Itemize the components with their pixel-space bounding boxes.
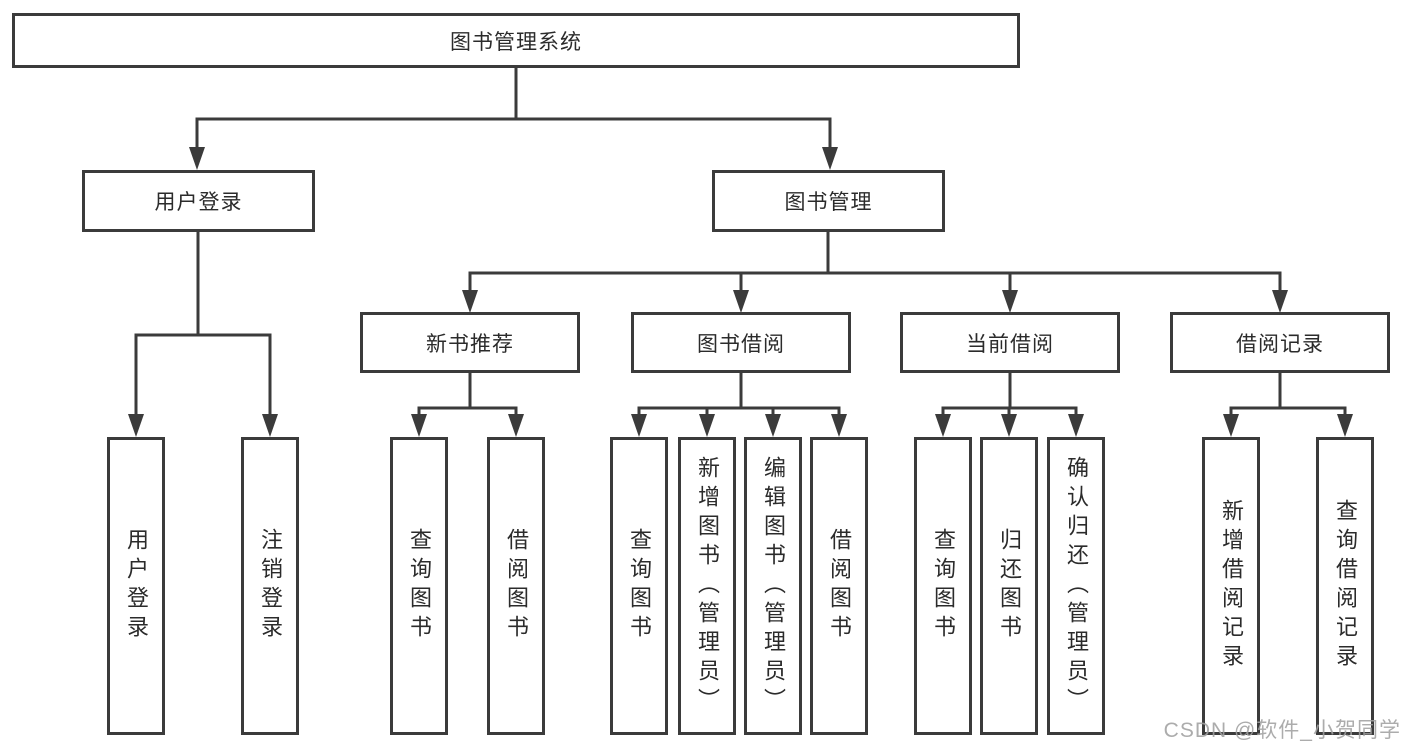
arrowhead-leaf-borrow-book-2 xyxy=(831,414,847,437)
node-leaf-query-book-1: 查询图书 xyxy=(390,437,448,735)
arrowhead-book-borrowing xyxy=(733,290,749,313)
arrowhead-leaf-return-book xyxy=(1001,414,1017,437)
node-root-library-management-system: 图书管理系统 xyxy=(12,13,1020,68)
node-user-login: 用户登录 xyxy=(82,170,315,232)
node-leaf-add-book-admin-label: 新增图书（管理员） xyxy=(695,455,720,717)
node-leaf-query-book-1-label: 查询图书 xyxy=(407,528,432,644)
node-leaf-add-borrow-record: 新增借阅记录 xyxy=(1202,437,1260,735)
arrowhead-user-login xyxy=(189,147,205,170)
node-new-book-recommendation-label: 新书推荐 xyxy=(426,332,514,356)
arrowhead-leaf-confirm-return xyxy=(1068,414,1084,437)
arrowhead-borrowing-records xyxy=(1272,290,1288,313)
node-leaf-borrow-book-2: 借阅图书 xyxy=(810,437,868,735)
node-leaf-user-login-label: 用户登录 xyxy=(124,528,149,644)
node-new-book-recommendation: 新书推荐 xyxy=(360,312,580,373)
node-user-login-label: 用户登录 xyxy=(154,191,243,214)
node-leaf-borrow-book-2-label: 借阅图书 xyxy=(827,528,852,644)
arrowhead-leaf-query-book-3 xyxy=(935,414,951,437)
arrowhead-leaf-borrow-book-1 xyxy=(508,414,524,437)
connector-level2-rail xyxy=(195,117,832,151)
arrowhead-leaf-add-record xyxy=(1223,414,1239,437)
node-leaf-query-book-3-label: 查询图书 xyxy=(931,528,956,644)
arrowhead-book-management xyxy=(822,147,838,170)
node-leaf-confirm-return-admin: 确认归还（管理员） xyxy=(1047,437,1105,735)
connector-book-borrow-rail xyxy=(637,406,841,418)
node-leaf-return-book-label: 归还图书 xyxy=(997,528,1022,644)
node-borrowing-records-label: 借阅记录 xyxy=(1236,332,1324,356)
connector-level3-rail xyxy=(468,271,1282,294)
arrowhead-leaf-user-login xyxy=(128,414,144,437)
node-leaf-query-borrow-record: 查询借阅记录 xyxy=(1316,437,1374,735)
node-leaf-return-book: 归还图书 xyxy=(980,437,1038,735)
node-leaf-add-borrow-record-label: 新增借阅记录 xyxy=(1219,499,1244,673)
connector-new-book-rail xyxy=(417,406,518,418)
arrowhead-leaf-query-book-1 xyxy=(411,414,427,437)
arrowhead-leaf-edit-book xyxy=(765,414,781,437)
node-leaf-user-login: 用户登录 xyxy=(107,437,165,735)
arrowhead-leaf-add-book xyxy=(699,414,715,437)
arrowhead-new-book-recommendation xyxy=(462,290,478,313)
node-leaf-query-book-2: 查询图书 xyxy=(610,437,668,735)
arrowhead-current-borrowing xyxy=(1002,290,1018,313)
node-leaf-borrow-book-1-label: 借阅图书 xyxy=(504,528,529,644)
node-current-borrowing-label: 当前借阅 xyxy=(966,332,1054,356)
arrowhead-leaf-query-record xyxy=(1337,414,1353,437)
node-leaf-add-book-admin: 新增图书（管理员） xyxy=(678,437,736,735)
watermark-text: CSDN @软件_小贺同学 xyxy=(1163,719,1401,742)
connector-records-rail xyxy=(1229,406,1347,418)
node-leaf-borrow-book-1: 借阅图书 xyxy=(487,437,545,735)
arrowhead-leaf-query-book-2 xyxy=(631,414,647,437)
node-book-management: 图书管理 xyxy=(712,170,945,232)
node-leaf-query-borrow-record-label: 查询借阅记录 xyxy=(1333,499,1358,673)
node-book-borrowing: 图书借阅 xyxy=(631,312,851,373)
node-leaf-logout: 注销登录 xyxy=(241,437,299,735)
connector-user-login-rail xyxy=(134,333,272,418)
arrowhead-leaf-logout xyxy=(262,414,278,437)
node-root-label: 图书管理系统 xyxy=(450,30,582,54)
node-book-management-label: 图书管理 xyxy=(784,191,873,214)
node-leaf-query-book-3: 查询图书 xyxy=(914,437,972,735)
node-leaf-logout-label: 注销登录 xyxy=(258,528,283,644)
node-leaf-edit-book-admin-label: 编辑图书（管理员） xyxy=(761,455,786,717)
node-borrowing-records: 借阅记录 xyxy=(1170,312,1390,373)
node-book-borrowing-label: 图书借阅 xyxy=(697,332,785,356)
node-leaf-edit-book-admin: 编辑图书（管理员） xyxy=(744,437,802,735)
node-leaf-query-book-2-label: 查询图书 xyxy=(627,528,652,644)
node-current-borrowing: 当前借阅 xyxy=(900,312,1120,373)
node-leaf-confirm-return-admin-label: 确认归还（管理员） xyxy=(1064,455,1089,717)
